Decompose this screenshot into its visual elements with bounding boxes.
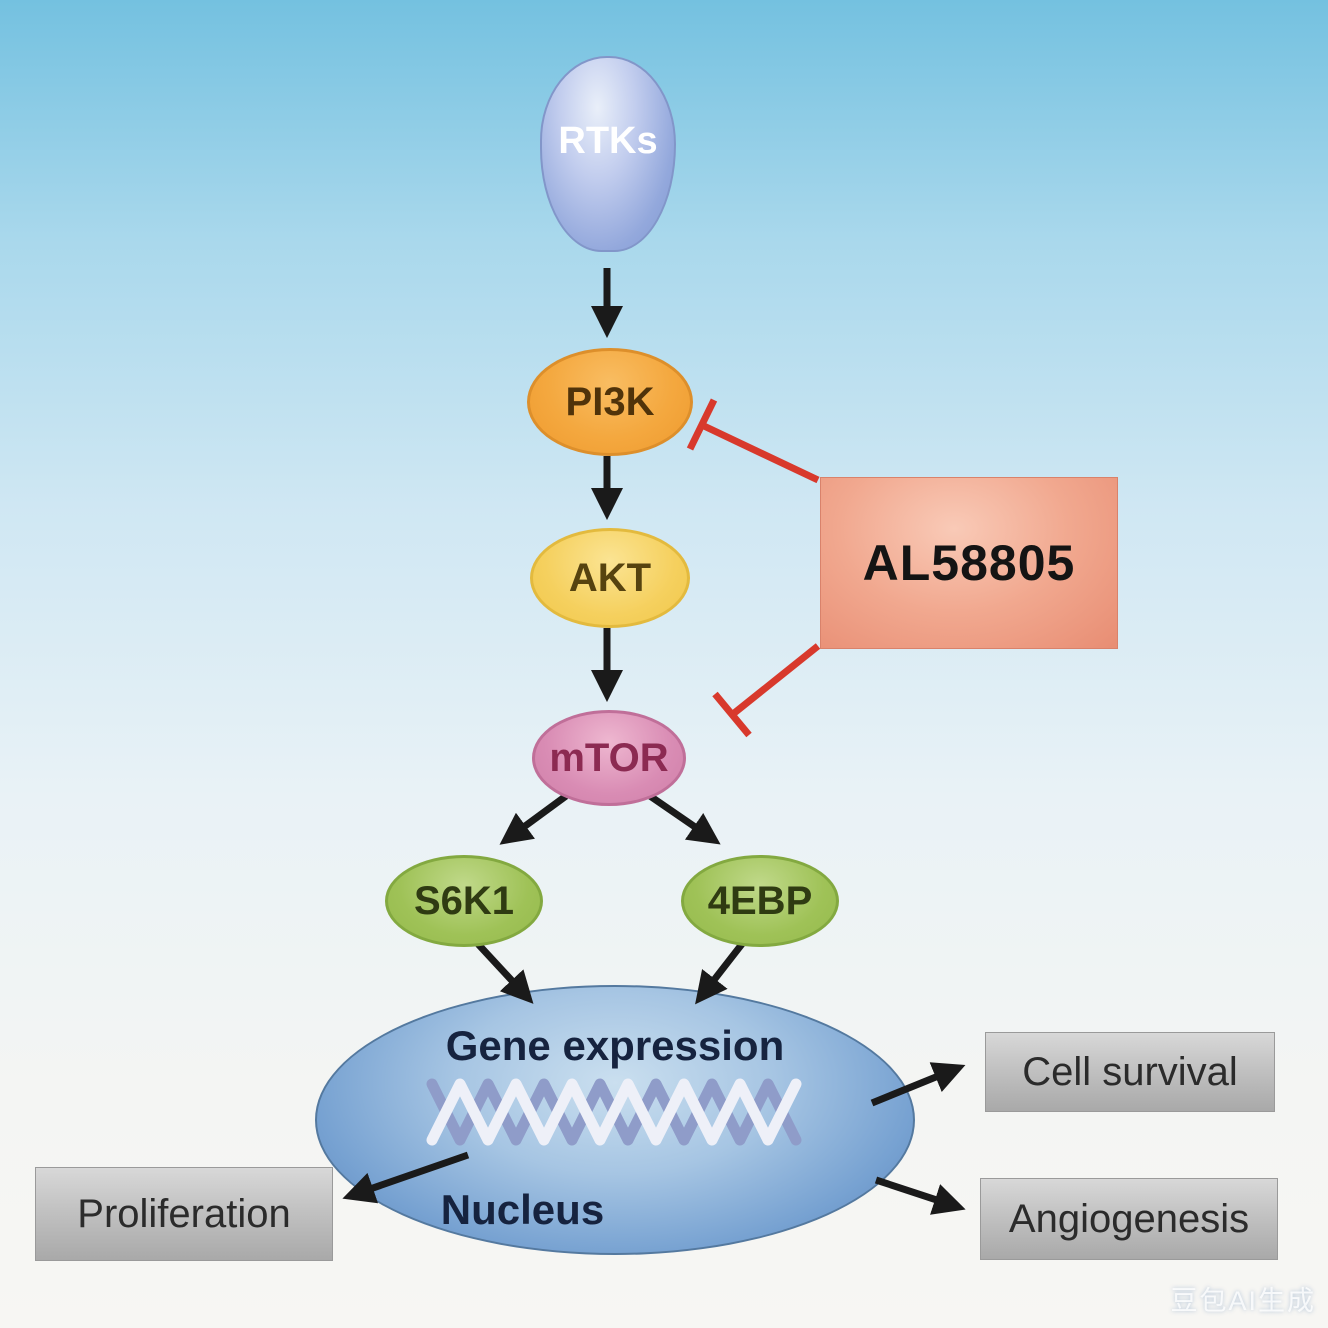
node-akt-label: AKT xyxy=(568,555,652,600)
nucleus-label: Nucleus xyxy=(440,1186,605,1233)
node-rtks: RTKs xyxy=(540,56,676,252)
gene-expression-label: Gene expression xyxy=(445,1022,785,1069)
node-akt: AKT xyxy=(530,528,690,628)
inhibition-line-al58805-to-pi3k xyxy=(702,422,820,484)
inhibitor-label: AL58805 xyxy=(862,535,1076,591)
node-4ebp-label: 4EBP xyxy=(707,878,813,923)
node-mtor: mTOR xyxy=(532,710,686,806)
watermark: 豆包AI生成 xyxy=(1170,1286,1316,1316)
node-pi3k-label: PI3K xyxy=(565,379,655,424)
arrow-mtor-to-s6k1 xyxy=(499,793,569,845)
node-pi3k: PI3K xyxy=(527,348,693,456)
inhibition-line-al58805-to-mtor xyxy=(730,643,821,717)
node-rtks-label: RTKs xyxy=(558,119,658,162)
inhibitor-box-al58805: AL58805 xyxy=(820,477,1118,649)
arrow-nucleus-to-angiogenesis xyxy=(874,1176,966,1215)
angiogenesis-label: Angiogenesis xyxy=(1008,1196,1250,1241)
inhibition-tbar-mtor xyxy=(712,691,752,738)
node-mtor-label: mTOR xyxy=(549,735,669,780)
arrow-s6k1-to-nucleus xyxy=(475,941,534,1004)
outcome-box-angiogenesis: Angiogenesis xyxy=(980,1178,1278,1260)
cell-survival-label: Cell survival xyxy=(1022,1049,1238,1094)
outcome-box-proliferation: Proliferation xyxy=(35,1167,333,1261)
node-s6k1-label: S6K1 xyxy=(413,878,515,923)
node-4ebp: 4EBP xyxy=(681,855,839,947)
arrow-4ebp-to-nucleus xyxy=(695,941,745,1005)
arrow-mtor-to-4ebp xyxy=(648,793,721,845)
inhibition-tbar-pi3k xyxy=(686,398,718,451)
proliferation-label: Proliferation xyxy=(77,1191,291,1236)
node-s6k1: S6K1 xyxy=(385,855,543,947)
outcome-box-cell-survival: Cell survival xyxy=(985,1032,1275,1112)
